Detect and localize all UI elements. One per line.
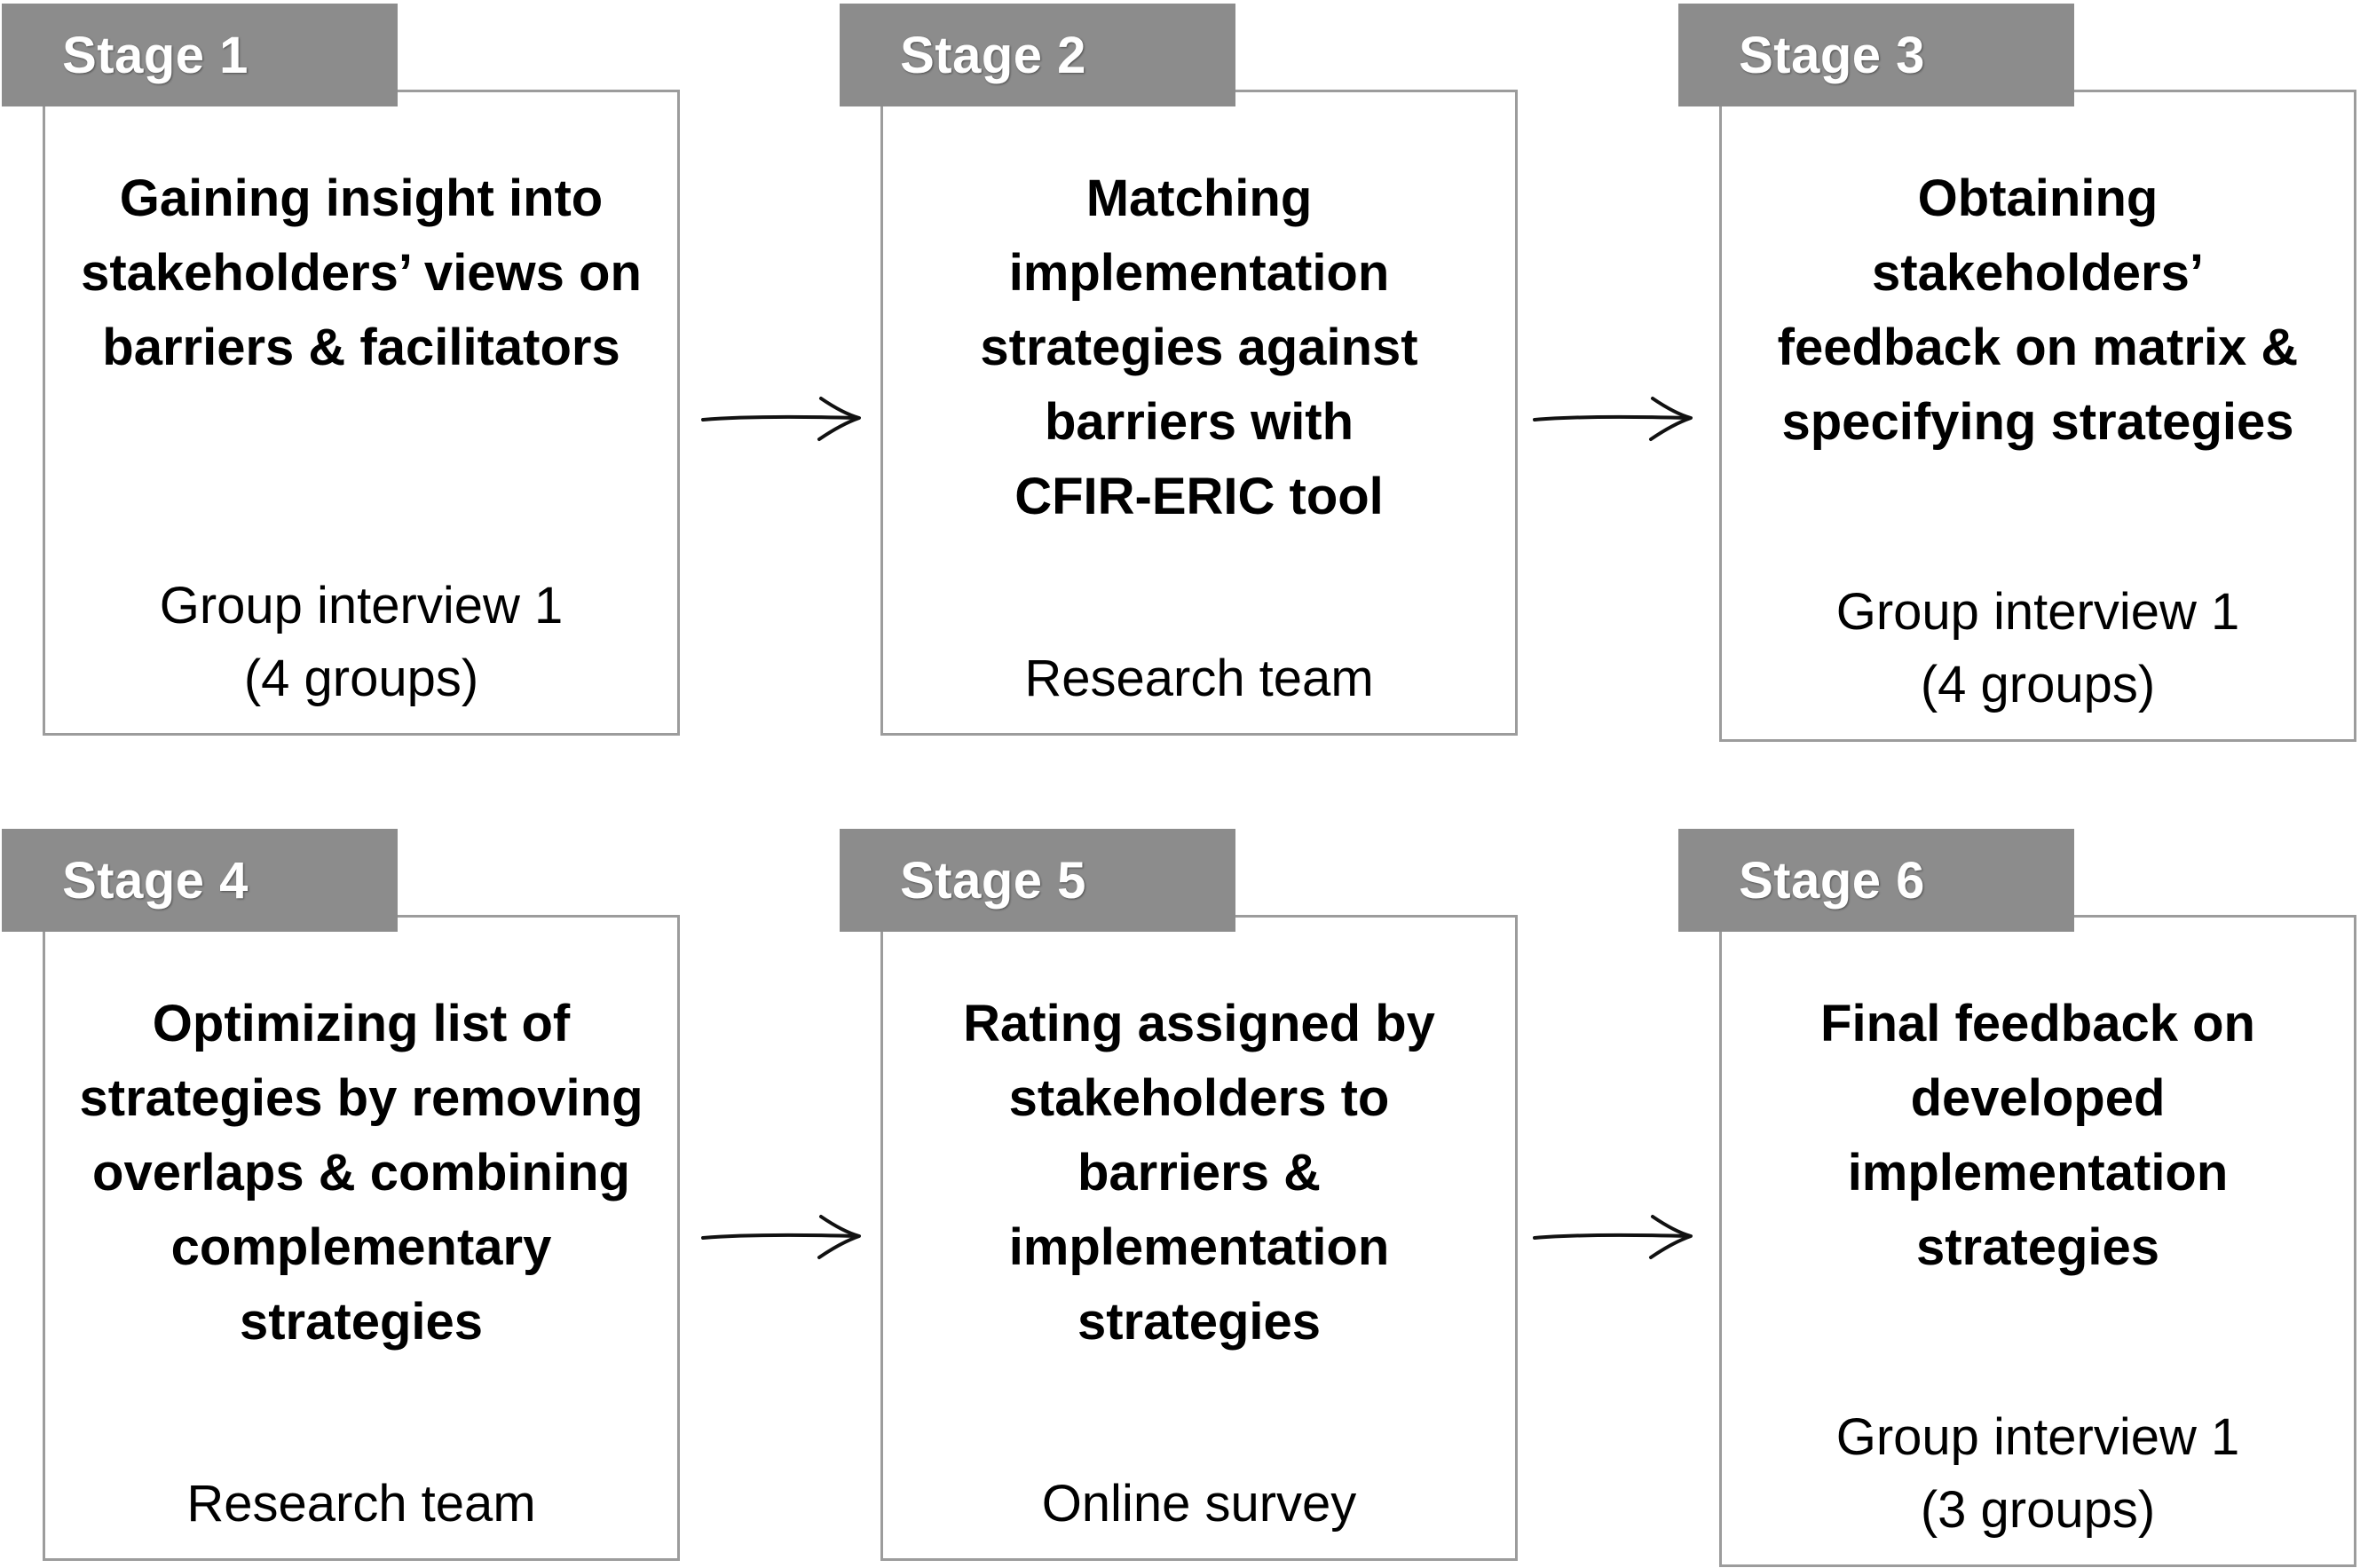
stage-2-tab: Stage 2 (840, 4, 1235, 106)
stage-2-box: Matching implementation strategies again… (880, 90, 1518, 736)
stage-3-box: Obtaining stakeholders’ feedback on matr… (1719, 90, 2356, 742)
stage-6-tab: Stage 6 (1678, 829, 2074, 932)
stage-5-box: Rating assigned by stakeholders to barri… (880, 915, 1518, 1561)
stage-5-tab: Stage 5 (840, 829, 1235, 932)
stage-6-participants: Group interview 1 (3 groups) (1835, 1408, 2240, 1539)
stage-4-tab: Stage 4 (2, 829, 398, 932)
stage-6-title: Final feedback on developed implementati… (1820, 995, 2255, 1276)
stage-2-participants: Research team (1024, 650, 1374, 707)
stage-5-title: Rating assigned by stakeholders to barri… (963, 995, 1435, 1351)
stage-1-tab: Stage 1 (2, 4, 398, 106)
stage-3-tab: Stage 3 (1678, 4, 2074, 106)
stage-5-participants: Online survey (1041, 1475, 1357, 1533)
stage-4-participants: Research team (186, 1475, 536, 1533)
arrow-stage-5-to-6 (1533, 1215, 1693, 1259)
stage-2-title: Matching implementation strategies again… (980, 169, 1418, 525)
arrow-stage-1-to-2 (701, 397, 861, 441)
stage-6-box: Final feedback on developed implementati… (1719, 915, 2356, 1567)
stage-3-participants: Group interview 1 (4 groups) (1835, 583, 2240, 713)
stage-1-box: Gaining insight into stakeholders’ views… (43, 90, 680, 736)
stage-4-box: Optimizing list of strategies by removin… (43, 915, 680, 1561)
arrow-stage-4-to-5 (701, 1215, 861, 1259)
stage-1-participants: Group interview 1 (4 groups) (159, 577, 564, 707)
stage-3-title: Obtaining stakeholders’ feedback on matr… (1777, 169, 2299, 451)
stage-1-title: Gaining insight into stakeholders’ views… (81, 169, 642, 376)
stage-4-title: Optimizing list of strategies by removin… (79, 995, 643, 1351)
arrow-stage-2-to-3 (1533, 397, 1693, 441)
